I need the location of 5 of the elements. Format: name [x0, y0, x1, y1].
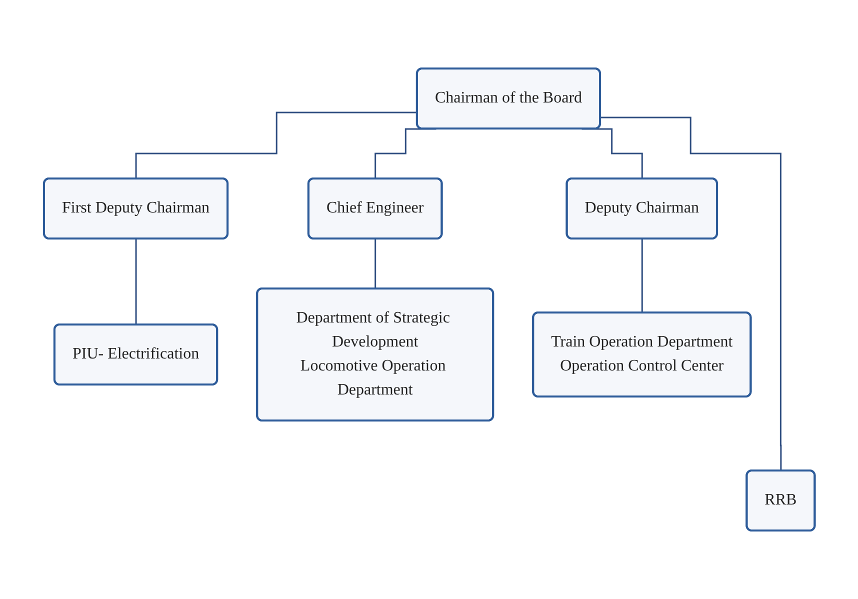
connector: [600, 116, 782, 472]
connector: [374, 238, 376, 290]
connector: [641, 238, 643, 314]
connector: [134, 112, 418, 180]
connector: [134, 238, 137, 326]
